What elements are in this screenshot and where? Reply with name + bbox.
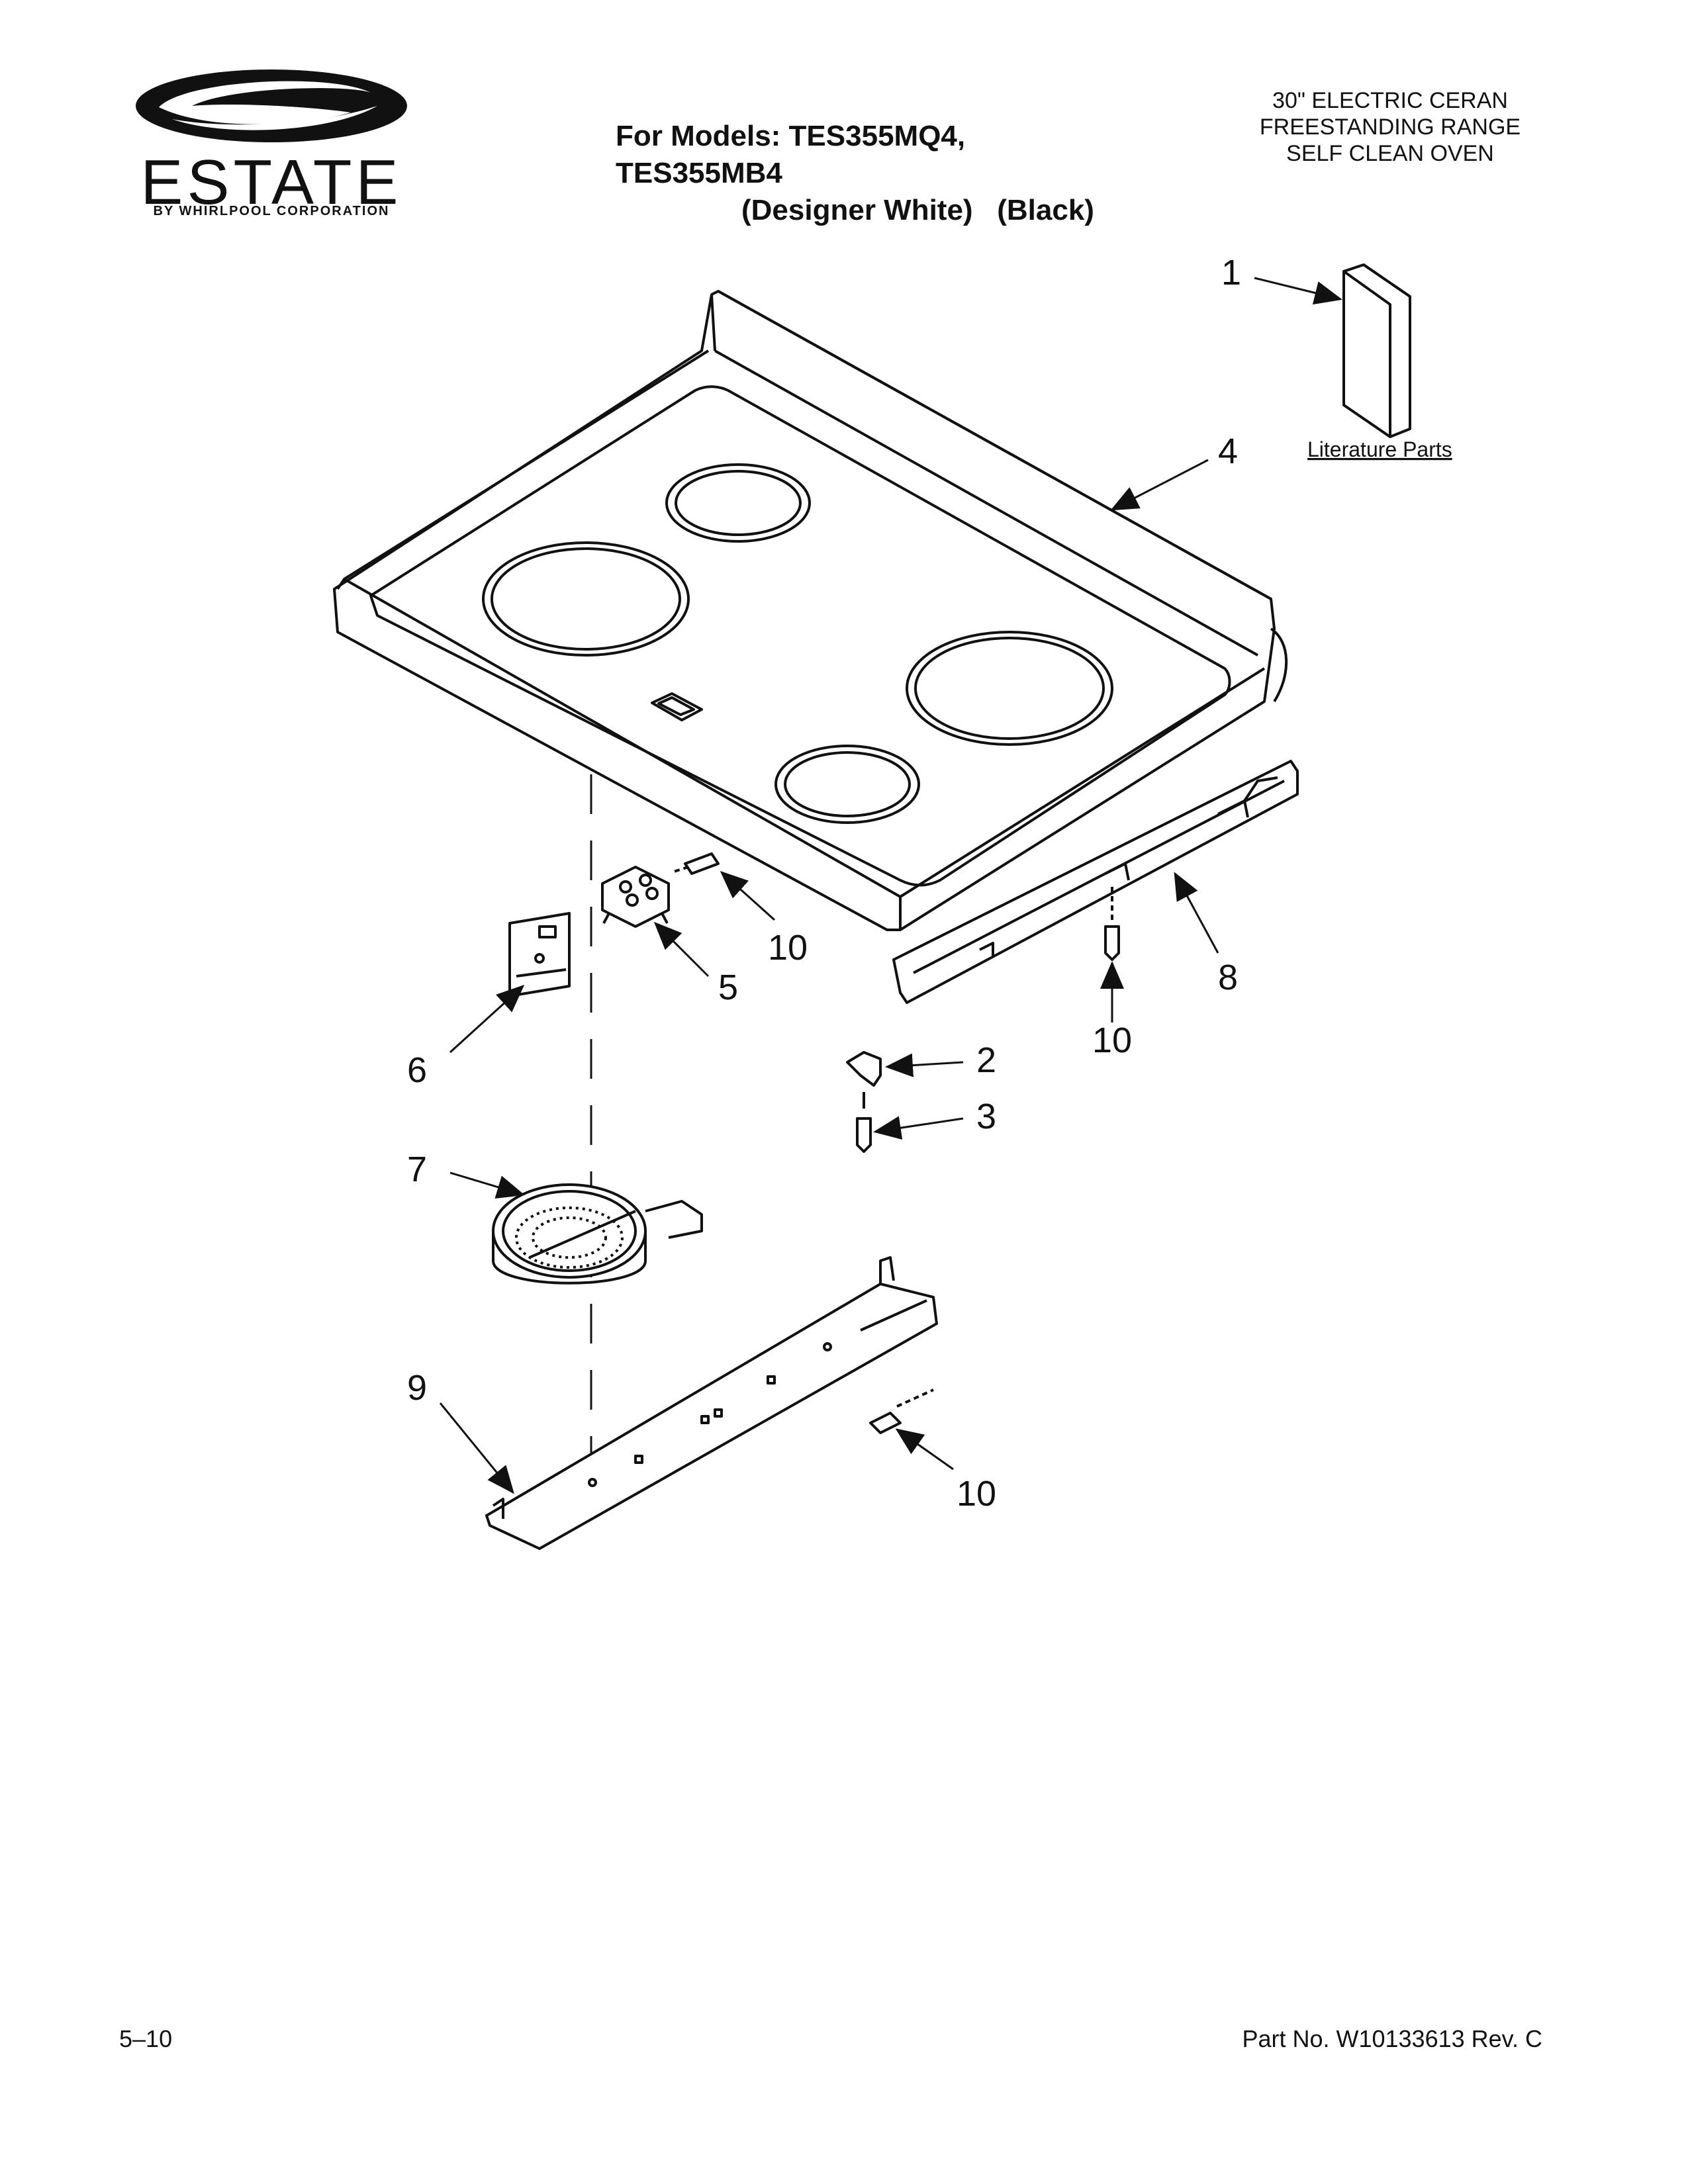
callout-10-b: 10 [1092,1021,1132,1060]
brand-tagline: BY WHIRLPOOL CORPORATION [153,204,390,218]
callout-10-c: 10 [957,1474,996,1514]
front-trim-rail [892,760,1299,1004]
callout-10-a: 10 [768,928,808,968]
literature-parts-label: Literature Parts [1307,437,1452,461]
screw-bracket [869,1388,934,1434]
page-number: 5–10 [119,2025,173,2052]
models-line: For Models: TES355MQ4, TES355MB4 [616,120,966,189]
callout-7: 7 [407,1150,427,1189]
colors-line: (Designer White) (Black) [741,194,1094,226]
appliance-type-line-2: FREESTANDING RANGE [1259,114,1521,140]
callout-8: 8 [1218,958,1238,997]
callout-2: 2 [976,1040,996,1080]
bracket-plate [508,912,571,997]
clip [846,1051,882,1109]
callout-3: 3 [976,1097,996,1136]
screw-rail [1104,887,1120,961]
literature-booklet [1342,263,1411,438]
appliance-type: 30" ELECTRIC CERAN FREESTANDING RANGE SE… [1225,87,1556,167]
brand-name: ESTATE [140,147,402,218]
terminal-block [601,866,670,928]
part-number: Part No. W10133613 Rev. C [1242,2025,1542,2052]
estate-logo-mark [136,69,407,142]
appliance-type-line-3: SELF CLEAN OVEN [1286,141,1494,166]
support-bracket [485,1256,938,1550]
callout-9: 9 [407,1368,427,1408]
radiant-element [492,1183,703,1285]
callout-6: 6 [407,1050,427,1090]
models-heading: For Models: TES355MQ4, TES355MB4 (Design… [616,118,1094,229]
screw-clip [856,1117,872,1153]
callout-5: 5 [718,968,738,1007]
appliance-type-line-1: 30" ELECTRIC CERAN [1272,88,1508,113]
callout-4: 4 [1218,432,1238,471]
callout-1: 1 [1221,253,1241,293]
cooktop-top [333,290,1288,931]
screw-top [671,852,720,875]
